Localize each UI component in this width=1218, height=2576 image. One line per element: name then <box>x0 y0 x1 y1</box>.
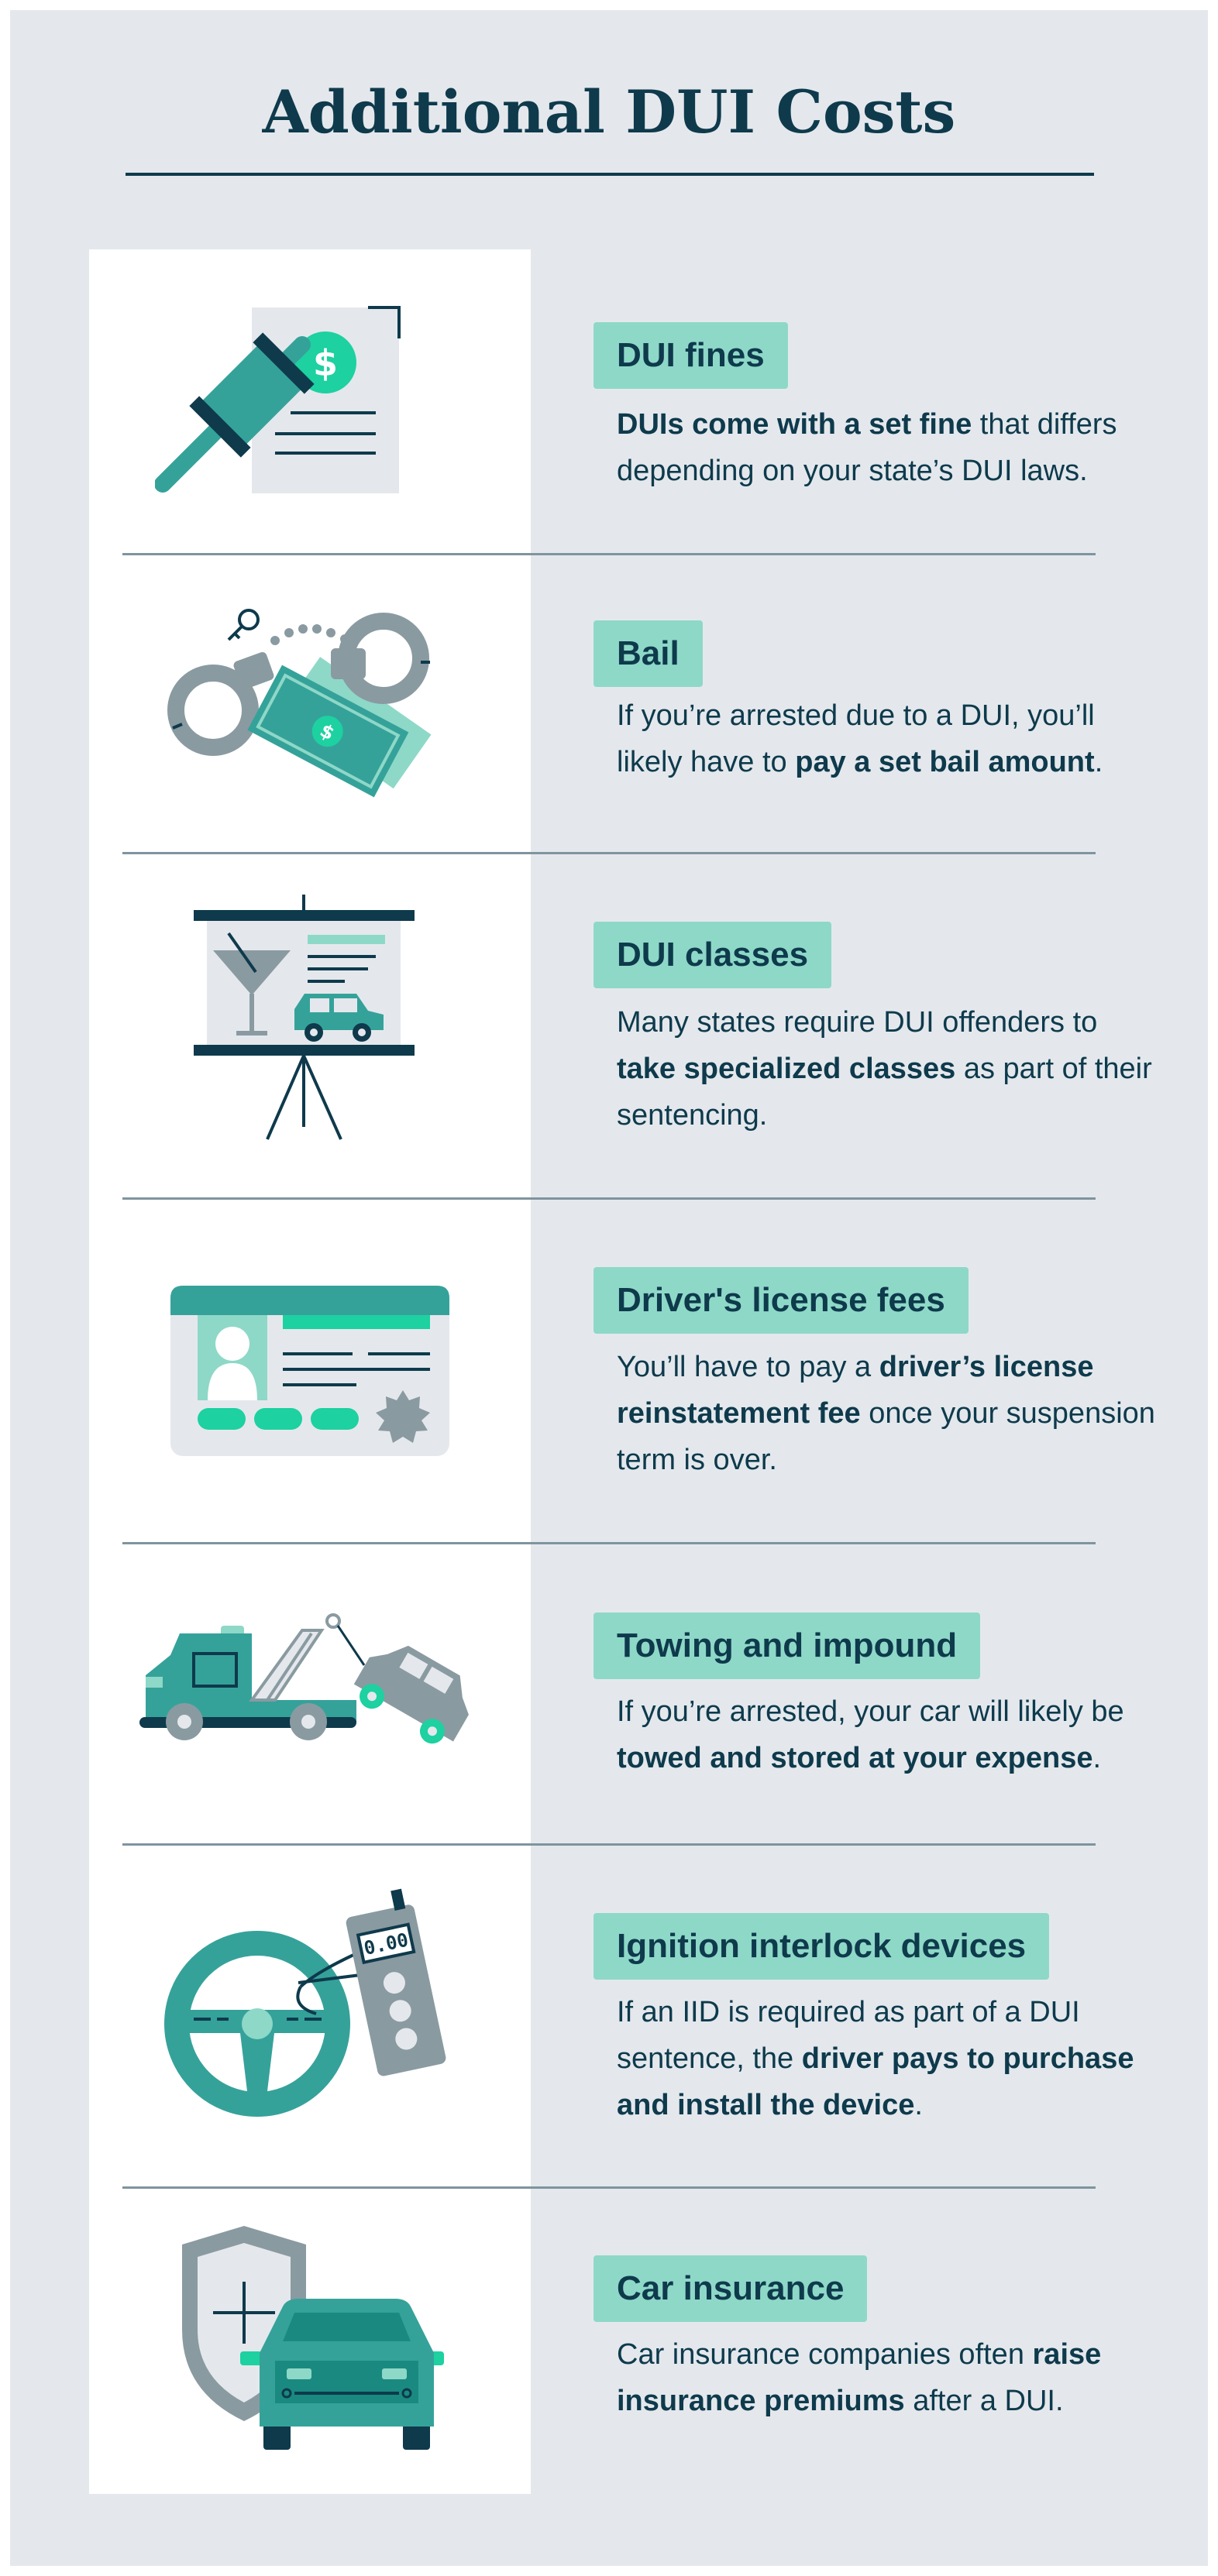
desc-highlight: driver pays to purchase and install the … <box>617 2042 1134 2121</box>
item-desc-towing: If you’re arrested, your car will likely… <box>617 1688 1159 1781</box>
desc-text: . <box>1094 746 1103 778</box>
desc-highlight: towed and stored at your expense <box>617 1742 1093 1774</box>
desc-highlight: raise insurance premiums <box>617 2338 1102 2417</box>
divider <box>122 1197 1096 1200</box>
drivers-license-icon <box>170 1286 449 1456</box>
steering-breathalyzer-icon: 0.00 <box>164 1888 446 2117</box>
item-title-fines: DUI fines <box>594 322 788 389</box>
desc-highlight: take specialized classes <box>617 1053 956 1085</box>
desc-text: . <box>914 2089 923 2121</box>
desc-text: Car insurance companies often <box>617 2338 1033 2371</box>
title-underline <box>126 173 1094 176</box>
divider <box>122 2186 1096 2189</box>
item-desc-insurance: Car insurance companies often raise insu… <box>617 2331 1159 2424</box>
divider <box>122 1542 1096 1544</box>
item-desc-bail: If you’re arrested due to a DUI, you’ll … <box>617 692 1159 785</box>
desc-text: Many states require DUI offenders to <box>617 1006 1098 1039</box>
item-title-classes: DUI classes <box>594 922 832 988</box>
item-desc-license: You’ll have to pay a driver’s license re… <box>617 1344 1159 1483</box>
desc-highlight: driver’s license reinstatement fee <box>617 1351 1094 1430</box>
shield-car-icon <box>182 2226 444 2450</box>
desc-text: after a DUI. <box>904 2385 1064 2417</box>
presentation-board-icon <box>194 895 415 1140</box>
page-title: Additional DUI Costs <box>262 77 956 146</box>
gavel-invoice-icon: $ <box>155 306 401 493</box>
item-desc-fines: DUIs come with a set fine that differs d… <box>617 401 1159 494</box>
desc-text: If you’re arrested due to a DUI, you’ll … <box>617 699 1095 778</box>
svg-text:$: $ <box>313 342 338 384</box>
desc-text: . <box>1092 1742 1102 1774</box>
divider <box>122 852 1096 854</box>
desc-text: You’ll have to pay a <box>617 1351 879 1383</box>
desc-text: once your suspension term is over. <box>617 1397 1155 1476</box>
item-title-license: Driver's license fees <box>594 1267 969 1334</box>
tow-truck-icon <box>139 1613 469 1744</box>
item-desc-classes: Many states require DUI offenders to tak… <box>617 999 1159 1139</box>
item-title-insurance: Car insurance <box>594 2255 868 2322</box>
desc-highlight: DUIs come with a set fine <box>617 408 972 441</box>
desc-text: that differs depending on your state’s D… <box>617 408 1117 487</box>
divider <box>122 1843 1096 1846</box>
item-desc-interlock: If an IID is required as part of a DUI s… <box>617 1989 1159 2128</box>
desc-text: If you’re arrested, your car will likely… <box>617 1695 1124 1728</box>
desc-text: as part of their sentencing. <box>617 1053 1152 1132</box>
handcuffs-money-icon: $ <box>167 609 432 798</box>
divider <box>122 553 1096 555</box>
item-title-towing: Towing and impound <box>594 1613 981 1679</box>
desc-highlight: pay a set bail amount <box>795 746 1095 778</box>
item-title-bail: Bail <box>594 620 703 687</box>
desc-text: If an IID is required as part of a DUI s… <box>617 1996 1080 2075</box>
item-title-interlock: Ignition interlock devices <box>594 1913 1050 1980</box>
